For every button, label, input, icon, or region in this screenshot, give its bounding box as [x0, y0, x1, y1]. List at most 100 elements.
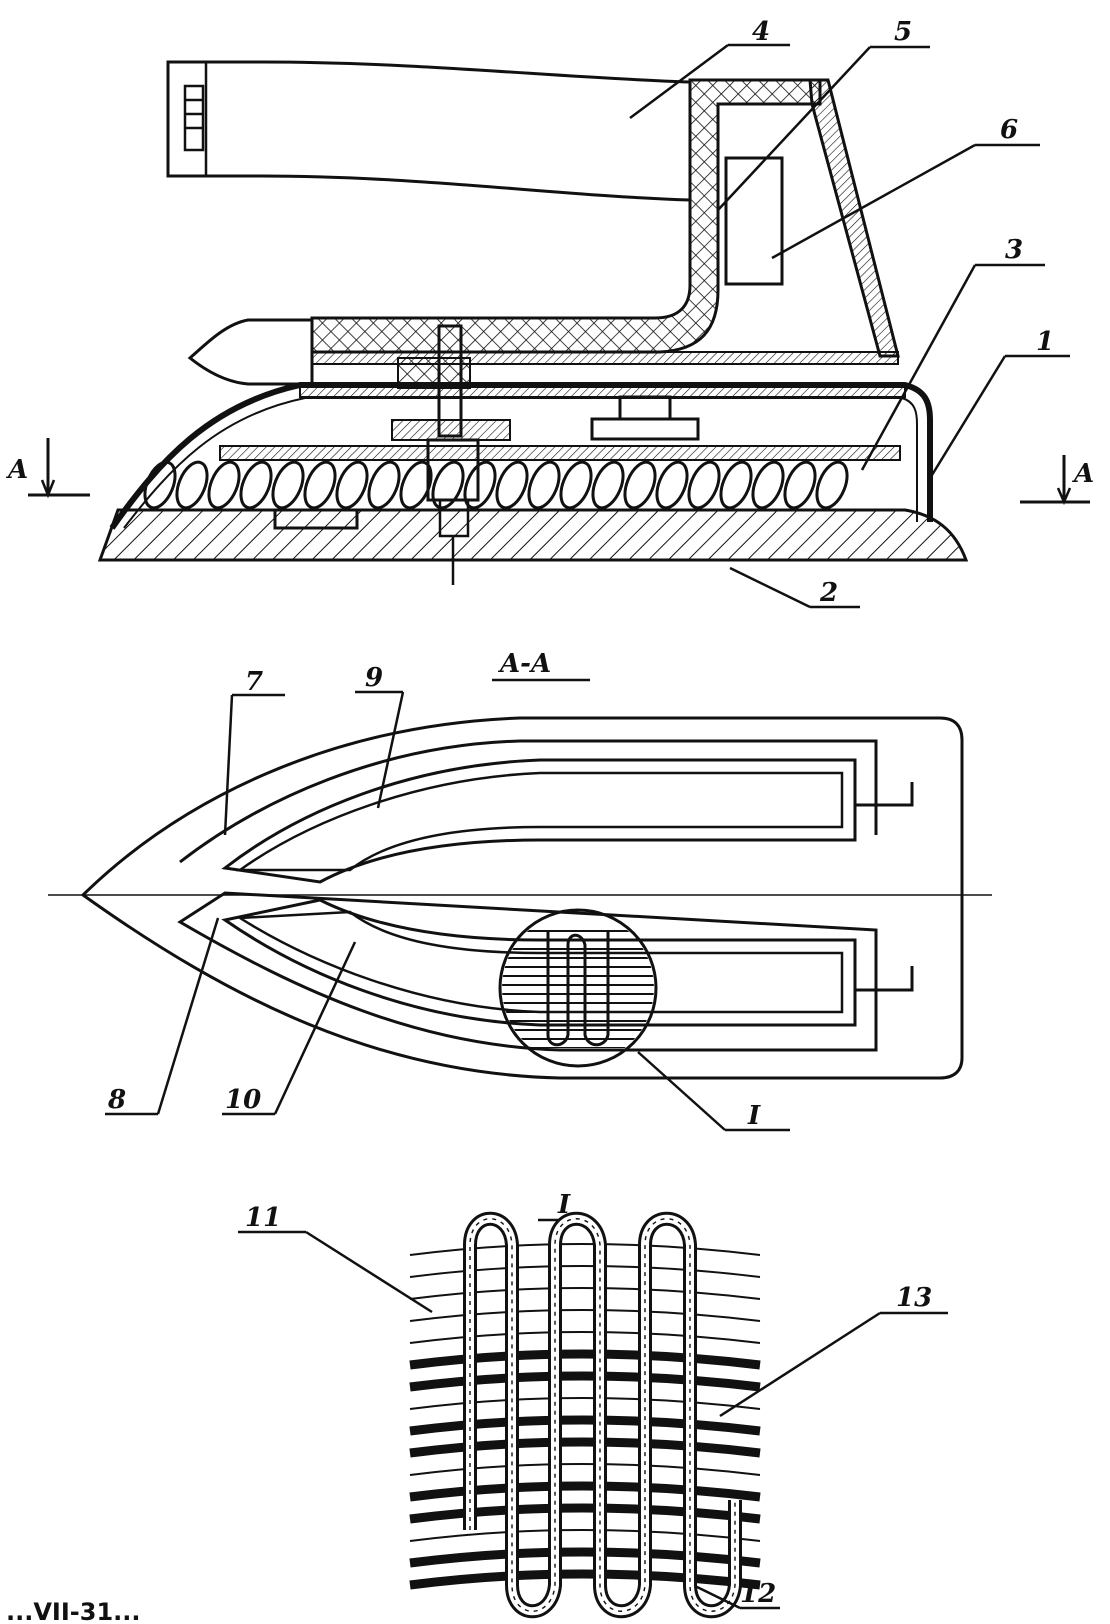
detail-title: I: [557, 1190, 571, 1220]
section-marker-left: A: [5, 438, 90, 499]
svg-text:2: 2: [819, 578, 838, 608]
svg-text:9: 9: [365, 663, 383, 693]
svg-text:13: 13: [896, 1283, 932, 1313]
heating-coil: [143, 460, 849, 510]
callout-7: 7: [223, 667, 285, 836]
svg-text:4: 4: [752, 17, 770, 47]
coil-loop: [175, 460, 209, 510]
coil-loop: [655, 460, 689, 510]
spiral-wire-hatch: [469, 1218, 736, 1612]
svg-text:5: 5: [894, 17, 912, 47]
section-marker-right-label: A: [1071, 459, 1094, 489]
screw-nut: [397, 357, 471, 389]
detail-circle: [498, 908, 658, 1068]
coil-loop: [591, 460, 625, 510]
wire-strand: [409, 1569, 761, 1590]
callout-2: 2: [729, 566, 860, 609]
coil-loop: [751, 460, 785, 510]
coil-loop: [815, 460, 849, 510]
svg-text:3: 3: [1005, 235, 1023, 265]
wire-strand: [409, 1371, 761, 1392]
svg-text:12: 12: [740, 1579, 776, 1609]
wire-strand: [409, 1415, 761, 1436]
section-title: A-A: [497, 649, 551, 679]
side-section-view: A A 4 5 6 3: [5, 17, 1094, 609]
svg-text:11: 11: [245, 1203, 281, 1233]
coil-loop: [719, 460, 753, 510]
handle-switch: [166, 60, 208, 178]
coil-loop: [623, 460, 657, 510]
terminal-upper: [855, 782, 914, 807]
detail-I-view: I 11 13 12: [238, 1190, 948, 1619]
wire-strand: [409, 1397, 761, 1410]
wire-strand: [409, 1547, 761, 1568]
svg-text:I: I: [747, 1101, 761, 1131]
svg-text:10: 10: [225, 1085, 261, 1115]
callout-11: 11: [238, 1203, 433, 1314]
detail-circle-fill: [502, 928, 654, 1048]
wire-strand: [409, 1437, 761, 1458]
callout-8: 8: [105, 917, 220, 1116]
switch-ribs: [183, 84, 205, 152]
heating-spiral-detail: [463, 1211, 742, 1619]
heater-loop-lower: [221, 898, 857, 1027]
coil-loop: [367, 460, 401, 510]
screw-collar: [391, 419, 511, 441]
svg-text:7: 7: [245, 667, 263, 697]
handle: [166, 60, 692, 202]
callout-1: 1: [930, 327, 1070, 476]
coil-loop: [271, 460, 305, 510]
callout-5: 5: [717, 17, 930, 211]
wire-strand: [409, 1503, 761, 1524]
rear-shell: [808, 78, 900, 358]
terminal-lower: [855, 966, 914, 992]
coil-loop: [143, 460, 177, 510]
wire-strand: [409, 1287, 761, 1300]
svg-text:6: 6: [1000, 115, 1018, 145]
callout-4: 4: [629, 17, 790, 120]
svg-text:1: 1: [1036, 327, 1054, 357]
coil-loop: [687, 460, 721, 510]
coil-loop: [431, 460, 465, 510]
wire-strand: [409, 1481, 761, 1502]
section-a-a-view: A-A 7 9: [48, 649, 992, 1132]
sole-insert: [273, 508, 359, 530]
coil-loop: [239, 460, 273, 510]
coil-loop: [783, 460, 817, 510]
svg-text:8: 8: [107, 1085, 126, 1115]
wire-strand: [409, 1463, 761, 1476]
coil-loop: [207, 460, 241, 510]
callout-10: 10: [222, 941, 357, 1116]
callout-detail-I: I: [637, 1051, 790, 1132]
callout-3: 3: [860, 235, 1045, 471]
figure-caption-fragment: ...VII-31...: [6, 1598, 141, 1624]
wire-strands: [409, 1243, 761, 1590]
callout-6: 6: [771, 115, 1040, 260]
heating-plate: [219, 445, 901, 461]
wire-strand: [409, 1309, 761, 1322]
nose-cap: [187, 318, 314, 386]
wire-strand: [409, 1529, 761, 1542]
wire-strand: [409, 1265, 761, 1278]
coil-loop: [559, 460, 593, 510]
sole-plate: [97, 508, 969, 562]
thermostat: [724, 156, 784, 286]
coil-loop: [463, 460, 497, 510]
wire-strand: [409, 1349, 761, 1370]
wire-strand: [409, 1243, 761, 1256]
section-marker-right: A: [1020, 455, 1094, 506]
coil-loop: [399, 460, 433, 510]
callout-13: 13: [719, 1283, 948, 1418]
callout-9: 9: [355, 663, 405, 809]
coil-loop: [335, 460, 369, 510]
insulating-body: [310, 78, 822, 354]
wire-strand: [409, 1331, 761, 1344]
coil-loop: [303, 460, 337, 510]
rear-post: [618, 395, 672, 421]
coil-loop: [527, 460, 561, 510]
heater-loop-upper: [221, 758, 857, 884]
callout-12: 12: [694, 1579, 780, 1610]
sole-outline: [80, 716, 964, 1080]
section-marker-left-label: A: [5, 455, 28, 485]
